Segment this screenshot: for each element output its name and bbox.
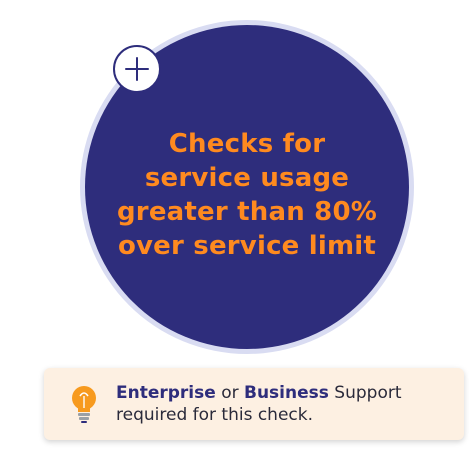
support-notice-line-2: required for this check. xyxy=(116,405,314,425)
expand-button[interactable] xyxy=(113,45,161,93)
support-notice: Enterprise or Business Support required … xyxy=(44,368,464,440)
check-title-line-3: greater than 80% xyxy=(116,197,378,227)
lightbulb-icon xyxy=(72,386,96,423)
check-title-line-4: over service limit xyxy=(117,230,377,261)
notice-connector: or xyxy=(221,382,239,403)
plus-icon xyxy=(125,57,149,81)
support-notice-line-1: Enterprise or Business Support xyxy=(116,382,402,404)
tier-business: Business xyxy=(244,382,329,403)
tier-enterprise: Enterprise xyxy=(116,382,216,403)
check-title-line-1: Checks for xyxy=(168,129,326,160)
notice-suffix: Support xyxy=(334,382,402,403)
support-notice-text: Enterprise or Business Support required … xyxy=(116,382,402,426)
check-title-line-2: service usage xyxy=(144,163,350,194)
check-title: Checks for service usage greater than 80… xyxy=(102,128,392,263)
